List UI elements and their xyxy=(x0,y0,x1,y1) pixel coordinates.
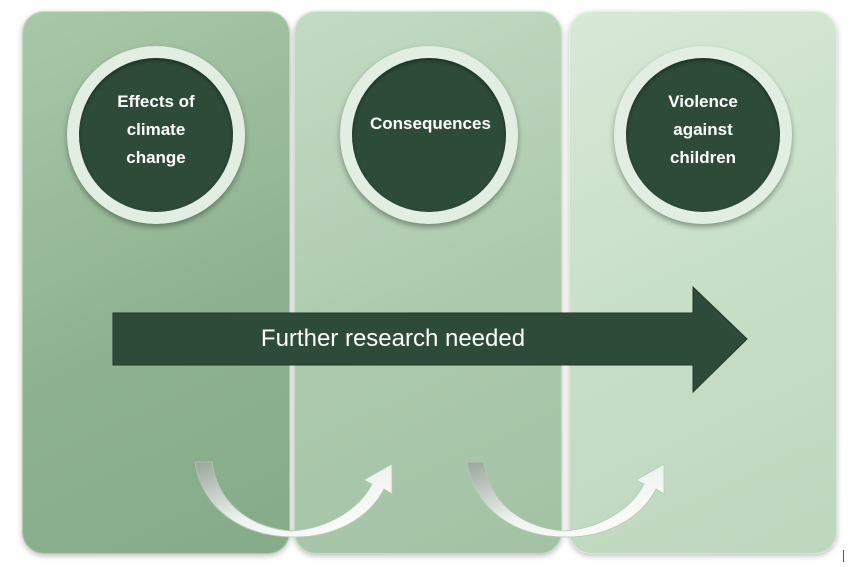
text-cursor xyxy=(843,550,844,562)
step-circle-2: Consequences xyxy=(340,46,518,224)
connector-arrow-2 xyxy=(466,461,665,538)
step-label-1: Effects of climate change xyxy=(117,92,195,167)
step-circle-3: Violence against children xyxy=(614,46,792,224)
step-label-2: Consequences xyxy=(370,114,491,133)
arrow-label: Further research needed xyxy=(260,325,526,352)
connector-arrow-1 xyxy=(194,461,393,538)
step-circle-1: Effects of climate change xyxy=(67,46,245,224)
step-label-3: Violence against children xyxy=(668,92,738,167)
research-arrow xyxy=(112,285,748,394)
